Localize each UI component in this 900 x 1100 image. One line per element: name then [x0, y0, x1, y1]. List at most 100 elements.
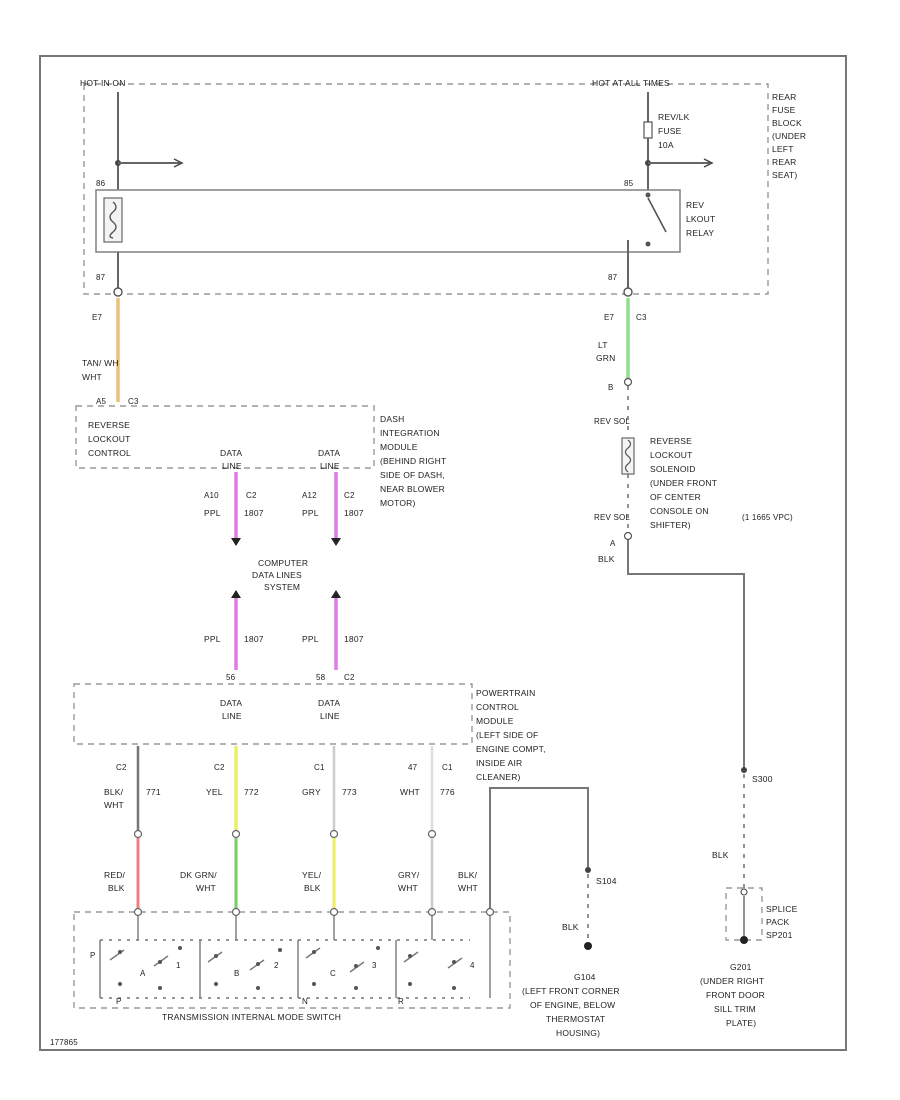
splice-s104: [585, 867, 591, 873]
svg-text:PACK: PACK: [766, 917, 789, 927]
svg-text:GRN: GRN: [596, 353, 616, 363]
svg-text:WHT: WHT: [400, 787, 420, 797]
svg-text:WHT: WHT: [458, 883, 478, 893]
connector-icon: [231, 907, 241, 917]
svg-text:OF ENGINE, BELOW: OF ENGINE, BELOW: [530, 1000, 615, 1010]
blk-label: BLK: [712, 850, 729, 860]
svg-text:LEFT: LEFT: [772, 144, 794, 154]
g201-label: G201 (UNDER RIGHT FRONT DOOR SILL TRIM P…: [700, 962, 765, 1028]
pin-a5: A5: [96, 397, 107, 406]
pcm-pin-56: 56: [226, 673, 236, 682]
svg-text:SYSTEM: SYSTEM: [264, 582, 300, 592]
svg-text:(BEHIND RIGHT: (BEHIND RIGHT: [380, 456, 446, 466]
svg-text:HOUSING): HOUSING): [556, 1028, 600, 1038]
wire-label-red-blk: RED/ BLK: [104, 870, 125, 893]
svg-text:FRONT DOOR: FRONT DOOR: [706, 990, 765, 1000]
svg-text:LINE: LINE: [320, 711, 340, 721]
svg-text:LOCKOUT: LOCKOUT: [650, 450, 693, 460]
splice-pack-label: SPLICE PACK SP201: [766, 904, 797, 940]
wire-label-yel-blk: YEL/ BLK: [302, 870, 322, 893]
svg-text:CONTROL: CONTROL: [476, 702, 519, 712]
svg-text:LKOUT: LKOUT: [686, 214, 715, 224]
svg-text:P: P: [90, 951, 96, 960]
connector-icon: [623, 377, 633, 387]
pcm-location-label: POWERTRAIN CONTROL MODULE (LEFT SIDE OF …: [476, 688, 546, 782]
svg-text:COMPUTER: COMPUTER: [258, 558, 308, 568]
svg-text:(LEFT FRONT CORNER: (LEFT FRONT CORNER: [522, 986, 620, 996]
pcm-pin: C2: [214, 763, 225, 772]
dim-data-line-2-label: DATA LINE: [318, 448, 340, 471]
mode-switch-contacts: [99, 916, 491, 999]
svg-text:INSIDE AIR: INSIDE AIR: [476, 758, 522, 768]
conn-c3-right: C3: [636, 313, 647, 322]
hot-at-all-times-label: HOT AT ALL TIMES: [592, 78, 670, 88]
connector-icon: [485, 907, 495, 917]
svg-text:LINE: LINE: [222, 461, 242, 471]
connector-icon: [331, 538, 341, 546]
svg-text:SHIFTER): SHIFTER): [650, 520, 691, 530]
svg-text:MOTOR): MOTOR): [380, 498, 416, 508]
connector-icon: [427, 829, 437, 839]
svg-text:GRY: GRY: [302, 787, 321, 797]
svg-text:N: N: [302, 997, 308, 1006]
wire-label-tan-white: TAN/ WH WHT: [82, 358, 118, 382]
svg-text:LOCKOUT: LOCKOUT: [88, 434, 131, 444]
mode-switch-title: TRANSMISSION INTERNAL MODE SWITCH: [162, 1012, 341, 1022]
connector-icon: [331, 590, 341, 598]
svg-text:DATA LINES: DATA LINES: [252, 570, 302, 580]
svg-text:4: 4: [470, 961, 475, 970]
svg-text:P: P: [116, 997, 122, 1006]
connector-icon: [231, 829, 241, 839]
arrow-icon: [173, 158, 184, 168]
pin-86: 86: [96, 179, 106, 188]
svg-text:YEL/: YEL/: [302, 870, 322, 880]
svg-text:2: 2: [274, 961, 279, 970]
svg-text:ENGINE COMPT,: ENGINE COMPT,: [476, 744, 546, 754]
wire-blk-solenoid: [627, 540, 745, 770]
connector-icon: [329, 907, 339, 917]
svg-text:1: 1: [176, 961, 181, 970]
figure-id: 177865: [50, 1038, 78, 1047]
s300-label: S300: [752, 774, 773, 784]
outer-frame: [39, 55, 847, 1051]
pin-85: 85: [624, 179, 634, 188]
relay-coil-icon: [103, 197, 123, 243]
connector-icon: [623, 531, 633, 541]
ppl-label: PPL: [302, 508, 319, 518]
svg-text:LINE: LINE: [320, 461, 340, 471]
circuit-1807: 1807: [244, 634, 264, 644]
svg-text:(UNDER FRONT: (UNDER FRONT: [650, 478, 717, 488]
svg-text:772: 772: [244, 787, 259, 797]
svg-text:DATA: DATA: [318, 698, 340, 708]
svg-text:CLEANER): CLEANER): [476, 772, 521, 782]
svg-text:LT: LT: [598, 340, 608, 350]
svg-text:DATA: DATA: [220, 448, 242, 458]
svg-text:REV: REV: [686, 200, 704, 210]
svg-text:(UNDER: (UNDER: [772, 131, 806, 141]
pcm-pin: 47: [408, 763, 418, 772]
svg-text:B: B: [234, 969, 240, 978]
svg-text:GRY/: GRY/: [398, 870, 420, 880]
svg-text:SOLENOID: SOLENOID: [650, 464, 696, 474]
svg-text:BLK/: BLK/: [104, 787, 124, 797]
pin-a12: A12: [302, 491, 317, 500]
wire-label-blk-wht: BLK/ WHT 771: [104, 787, 161, 810]
mode-switch-numbers: 1 2 3 4: [176, 961, 475, 970]
solenoid-option-note: (1 1665 VPC): [742, 513, 793, 522]
blk-label: BLK: [562, 922, 579, 932]
circuit-1807: 1807: [244, 508, 264, 518]
wire-label-yel: YEL 772: [206, 787, 259, 797]
fuse-block-location: REAR FUSE BLOCK (UNDER LEFT REAR SEAT): [772, 92, 806, 180]
pin-87-right: 87: [608, 273, 618, 282]
svg-text:FUSE: FUSE: [658, 126, 682, 136]
svg-text:771: 771: [146, 787, 161, 797]
ground-g104-icon: [584, 942, 592, 950]
svg-text:DATA: DATA: [220, 698, 242, 708]
svg-text:CONSOLE ON: CONSOLE ON: [650, 506, 709, 516]
svg-text:DK GRN/: DK GRN/: [180, 870, 217, 880]
ground-g201-icon: [740, 936, 748, 944]
connector-icon: [133, 829, 143, 839]
svg-text:3: 3: [372, 961, 377, 970]
dim-data-line-1-label: DATA LINE: [220, 448, 242, 471]
